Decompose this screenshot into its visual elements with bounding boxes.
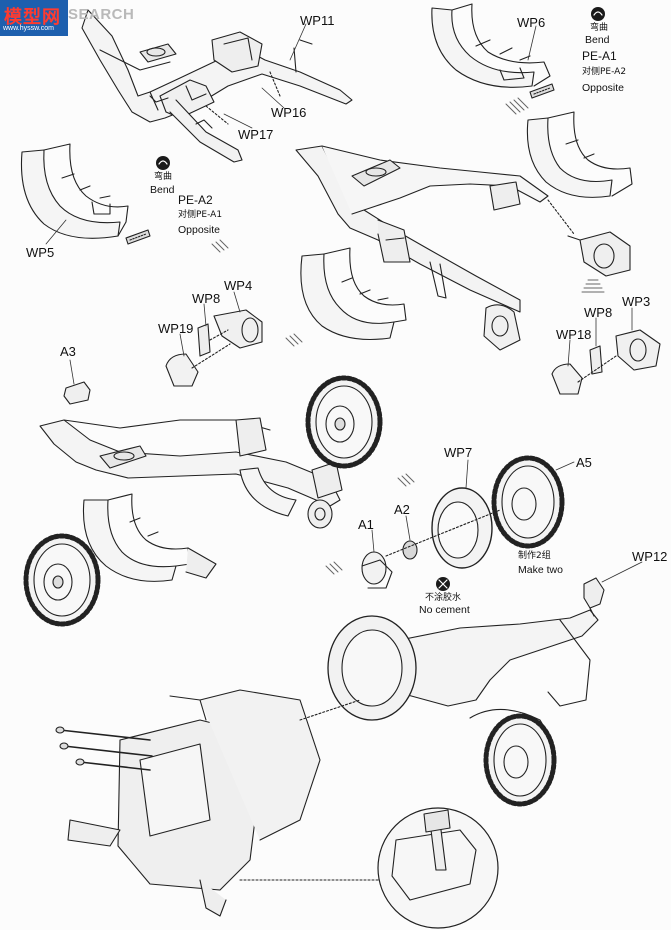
part-label-wp6: WP6 (517, 15, 546, 30)
bend-icon (156, 156, 170, 170)
site-logo: 模型网 www.hyssw.com (0, 0, 68, 36)
opposite-note-cn: 对侧PE-A2 (582, 67, 627, 77)
step1-frame (81, 9, 353, 163)
step3-frame (39, 417, 343, 582)
part-label-wp8-left: WP8 (192, 291, 221, 306)
part-label-wp4: WP4 (224, 278, 253, 293)
logo-text: 模型网 (4, 7, 61, 28)
part-label-wp12: WP12 (632, 549, 668, 564)
part-label-a3: A3 (60, 344, 76, 359)
no-cement-note-en: No cement (419, 604, 470, 616)
wp5-fender (20, 143, 151, 245)
step2-frame (295, 111, 633, 351)
opposite-note-cn: 对侧PE-A1 (178, 210, 223, 220)
final-assembly (55, 577, 605, 929)
make-two-note-en: Make two (518, 564, 563, 576)
bend-note-cn: 弯曲 (154, 172, 173, 182)
opposite-note-en: Opposite (178, 224, 221, 236)
a3-part (63, 381, 91, 405)
part-label-wp7: WP7 (444, 445, 473, 460)
watermark-text: SEARCH (68, 6, 135, 23)
hub-parts-left (165, 309, 263, 387)
bend-note-en: Bend (585, 34, 610, 46)
arrow-icon (211, 97, 605, 575)
no-cement-note-cn: 不涂胶水 (425, 593, 462, 603)
make-two-note-cn: 制作2组 (518, 551, 551, 561)
leader-lines (45, 23, 643, 583)
part-label-a1: A1 (358, 517, 374, 532)
bend-note-en: Bend (150, 184, 175, 196)
part-label-wp19: WP19 (158, 321, 194, 336)
part-label-wp18: WP18 (556, 327, 592, 342)
part-label-wp5: WP5 (26, 245, 55, 260)
logo-url: www.hyssw.com (3, 25, 54, 32)
pe-a2-label: PE-A2 (178, 193, 213, 207)
part-label-wp3: WP3 (622, 294, 651, 309)
part-label-wp11: WP11 (300, 13, 335, 28)
part-label-wp17: WP17 (238, 127, 274, 142)
bend-icon (591, 7, 605, 21)
wheel-step3-left (23, 533, 101, 627)
wheel-assembly (361, 455, 565, 589)
pe-a1-label: PE-A1 (582, 49, 617, 63)
hub-parts-right (551, 329, 661, 395)
wp6-fender (431, 3, 555, 99)
opposite-note-en: Opposite (582, 82, 625, 94)
part-label-wp8-right: WP8 (584, 305, 613, 320)
part-label-wp16: WP16 (271, 105, 307, 120)
bend-note-cn: 弯曲 (590, 23, 609, 33)
part-label-a2: A2 (394, 502, 410, 517)
wheel-step3-right (305, 375, 383, 469)
part-label-a5: A5 (576, 455, 592, 470)
